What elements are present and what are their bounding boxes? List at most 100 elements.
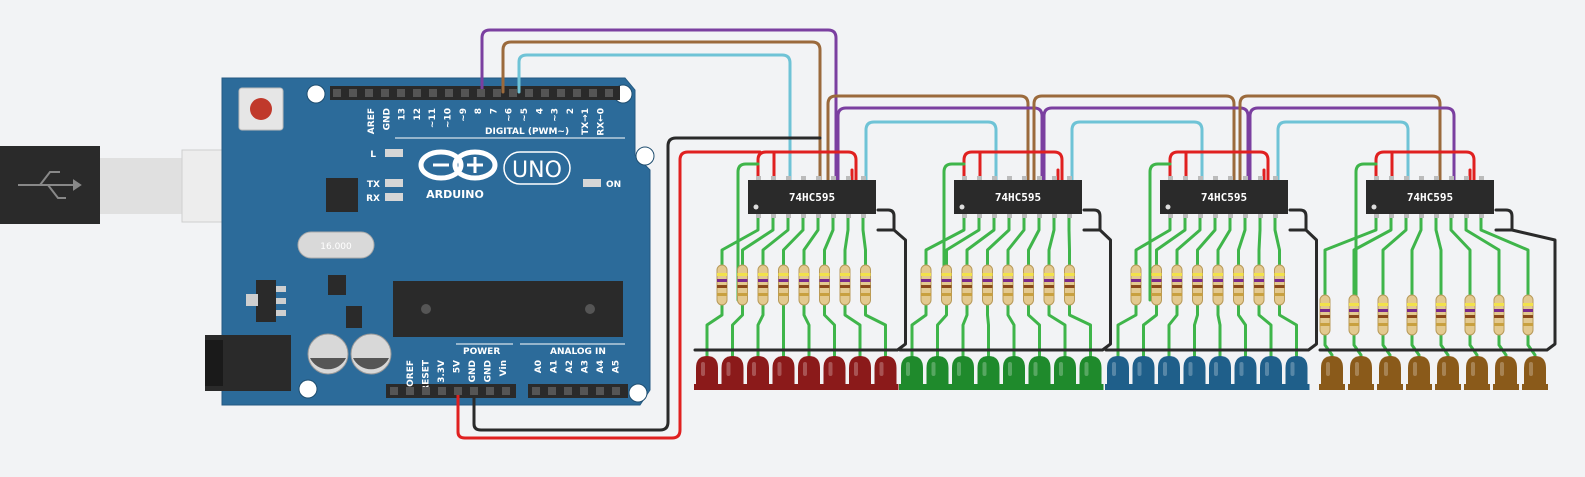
crystal	[297, 231, 375, 259]
analog-header-label: ANALOG IN	[550, 347, 606, 357]
chip-label: 74HC595	[1201, 191, 1247, 204]
digital-pin-label: ~9	[459, 108, 469, 122]
brand-label: ARDUINO	[426, 188, 484, 201]
wire-led	[1497, 333, 1508, 360]
capacitor	[307, 333, 349, 375]
resistors	[716, 264, 1534, 336]
wire-output	[720, 216, 760, 267]
resistor	[1212, 264, 1224, 306]
wire-output	[1479, 216, 1530, 297]
digital-header-label: DIGITAL (PWM~)	[485, 127, 569, 137]
led	[694, 356, 720, 390]
usb-icon	[18, 171, 82, 199]
power-pin-label: RESET	[422, 359, 432, 392]
wire-gnd	[472, 136, 822, 432]
digital-pin-label: GND	[382, 108, 392, 130]
led	[1232, 356, 1259, 390]
analog-pin-label: A0	[534, 360, 544, 373]
resistor	[1522, 294, 1534, 336]
shift-register-chip: 74HC595	[1366, 176, 1494, 218]
resistor	[716, 264, 728, 306]
wire-5v	[456, 150, 762, 440]
wire-output	[1175, 216, 1202, 267]
wire-led	[1047, 303, 1067, 360]
led	[1258, 356, 1284, 390]
wire-latch-chain	[1238, 94, 1442, 182]
led	[1435, 356, 1461, 390]
svg-text:RX: RX	[366, 194, 380, 204]
wire-qa	[1148, 162, 1172, 302]
led-tx-indicator: TX	[367, 179, 403, 190]
resistor	[1023, 264, 1034, 306]
wire-output	[1196, 216, 1217, 267]
power-pin-label: GND	[468, 360, 478, 382]
wire-output	[965, 216, 996, 267]
wire-led	[1323, 333, 1334, 360]
analog-pin-label: A2	[565, 360, 575, 373]
wire-output	[1449, 216, 1472, 297]
resistor	[1064, 264, 1075, 306]
wire-output	[1067, 216, 1071, 267]
wire-output	[1047, 216, 1056, 267]
wire-output	[1027, 216, 1041, 267]
chip-label: 74HC595	[789, 191, 835, 204]
wire-output	[1352, 216, 1393, 297]
resistor	[941, 264, 952, 306]
wire-purple	[480, 28, 838, 182]
wire-led	[1237, 303, 1247, 360]
wire-data-chain	[1070, 120, 1204, 182]
wire-led	[1439, 333, 1450, 360]
svg-text:ON: ON	[606, 180, 621, 190]
wire-data-chain	[1276, 120, 1410, 182]
wire-output	[1134, 216, 1172, 267]
wire-output	[1410, 216, 1423, 297]
leds	[694, 356, 1548, 390]
wire-clock-chain	[1248, 106, 1456, 182]
analog-pin-label: A1	[550, 360, 560, 373]
digital-pin-label: ~3	[551, 108, 561, 122]
led	[1001, 356, 1027, 390]
resistor	[1435, 294, 1447, 336]
wire-led-ground	[693, 228, 907, 352]
led	[1493, 356, 1519, 390]
wire-led	[1526, 333, 1537, 360]
led-on-indicator: ON	[583, 179, 621, 190]
resistor	[1233, 264, 1244, 306]
wire-output	[986, 216, 1011, 267]
led	[1156, 356, 1182, 390]
digital-pin-label: ~5	[520, 108, 530, 122]
chip-label: 74HC595	[1407, 191, 1453, 204]
wire-cyan	[517, 53, 792, 182]
resistor	[778, 264, 789, 306]
resistor	[1406, 294, 1418, 336]
wire-data-chain	[864, 120, 998, 182]
digital-pin-label: AREF	[367, 108, 377, 134]
led	[1207, 356, 1233, 390]
digital-pin-label: ~10	[444, 108, 454, 128]
resistor	[920, 264, 932, 306]
led-l-indicator: L	[370, 149, 403, 160]
resistor	[1274, 264, 1285, 306]
reset-button[interactable]	[238, 87, 284, 131]
wire-gnd	[1288, 208, 1308, 232]
wire-latch-chain	[1032, 94, 1236, 182]
wire-vcc	[1168, 150, 1270, 182]
wire-led	[1216, 303, 1222, 360]
led	[1377, 356, 1403, 390]
wire-output	[823, 216, 835, 267]
wires	[456, 28, 1557, 440]
usb-chip	[326, 178, 358, 212]
power-header-label: POWER	[463, 347, 500, 357]
wire-led	[864, 303, 887, 360]
led	[950, 356, 976, 390]
resistor	[982, 264, 993, 306]
led	[1181, 356, 1208, 390]
led	[1077, 356, 1104, 390]
wire-led	[1027, 303, 1041, 360]
wire-output	[843, 216, 850, 267]
wire-output	[924, 216, 966, 267]
shift-register-chip: 74HC595	[748, 176, 876, 218]
svg-text:L: L	[370, 150, 376, 160]
